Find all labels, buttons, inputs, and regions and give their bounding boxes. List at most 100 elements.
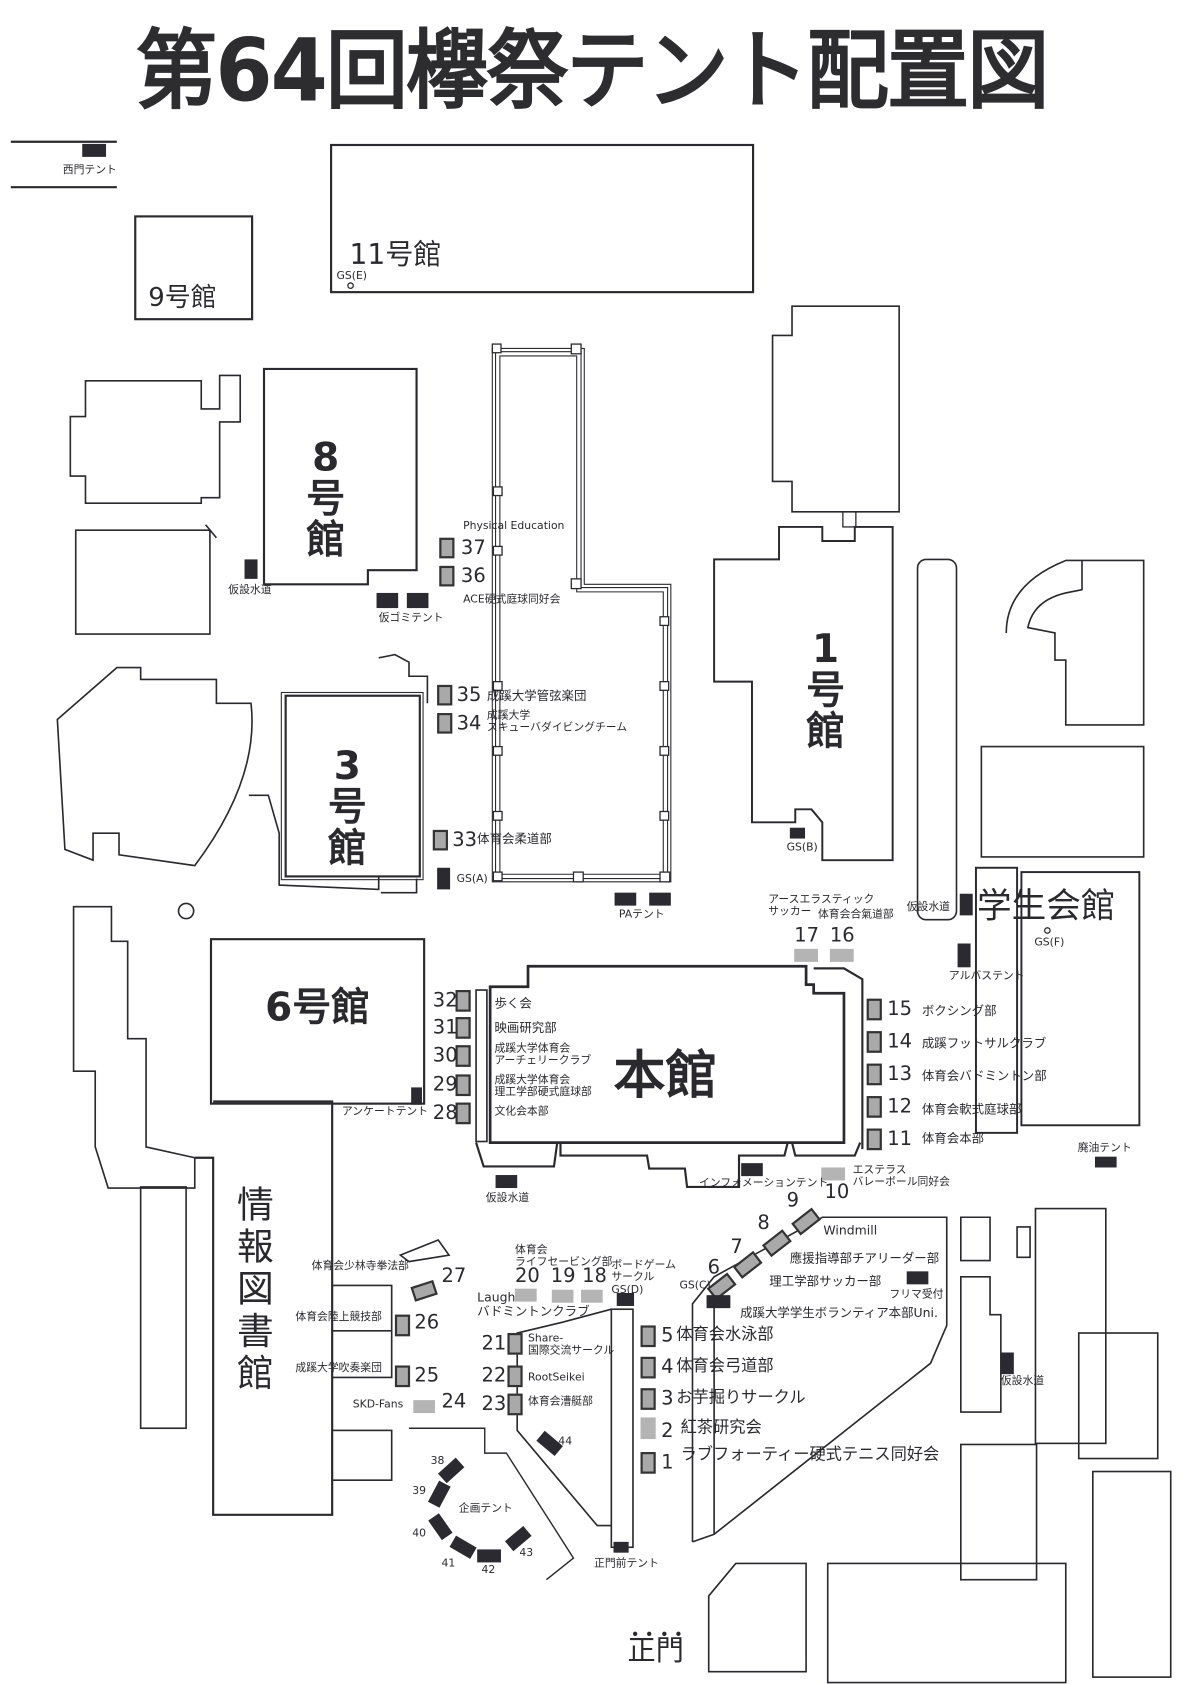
tent-number: 29 [432, 1073, 458, 1097]
tent-label: Physical Education [463, 520, 565, 533]
tent-label: 体育会軟式庭球部 [921, 1101, 1022, 1117]
label-char: 図 [236, 1268, 274, 1312]
student-hall-west [974, 866, 1019, 1134]
arubasu-tent[interactable] [957, 943, 971, 968]
tent-26[interactable] [394, 1314, 411, 1337]
tent-number: 10 [824, 1180, 850, 1204]
tent-label: 体育会漕艇部 [528, 1395, 593, 1408]
tent-number: 25 [414, 1364, 440, 1388]
tent-number: 8 [757, 1211, 770, 1235]
tent-10[interactable] [821, 1167, 846, 1181]
tent-label: 成蹊大学吹奏楽団 [295, 1362, 382, 1375]
gs-a-tent[interactable] [437, 867, 451, 890]
building-3 [284, 694, 421, 878]
tent-36[interactable] [439, 565, 455, 587]
tent-3[interactable] [640, 1388, 656, 1410]
circle-marker [177, 902, 195, 920]
west-gate-tent-tent[interactable] [82, 143, 107, 157]
tent-30[interactable] [455, 1045, 471, 1067]
tent-22[interactable] [507, 1365, 523, 1388]
tent-label: 理工学部サッカー部 [769, 1273, 882, 1289]
label-char: 館 [306, 517, 346, 563]
central-path [516, 1308, 612, 1527]
tent-number: 30 [432, 1044, 458, 1067]
event-area [408, 1427, 575, 1581]
tent-11[interactable] [866, 1128, 882, 1151]
path-segment [248, 794, 380, 891]
water3-tent[interactable] [495, 1175, 518, 1189]
tent-number: 39 [412, 1485, 427, 1498]
tent-18[interactable] [581, 1289, 603, 1303]
tent-number: 5 [661, 1324, 674, 1348]
tent-42[interactable] [477, 1549, 501, 1563]
gs-b-label: GS(B) [786, 841, 818, 854]
label-char: 館 [806, 709, 846, 754]
tent-14[interactable] [866, 1031, 882, 1053]
tent-label: 成蹊大学 スキューバダイビングチーム [486, 709, 628, 734]
info-tent[interactable] [741, 1163, 763, 1177]
tent-number: 18 [582, 1264, 607, 1288]
library-annex [332, 1284, 393, 1379]
seimon-mae-tent[interactable] [613, 1541, 629, 1553]
water1-label: 仮設水道 [228, 584, 272, 597]
tent-label: 歩く会 [494, 995, 532, 1011]
tent-33[interactable] [432, 829, 448, 851]
tent-20[interactable] [515, 1288, 537, 1302]
haiyu-tent[interactable] [1094, 1156, 1117, 1168]
tent-2[interactable] [640, 1417, 656, 1440]
tent-label: RootSeikei [528, 1371, 585, 1384]
water4-tent[interactable] [1000, 1352, 1014, 1375]
library [194, 1100, 334, 1516]
building-3-outer [280, 691, 424, 881]
main-gate-markers [632, 1631, 681, 1636]
tent-25[interactable] [394, 1365, 411, 1388]
tent-16[interactable] [829, 948, 854, 962]
tent-label: 体育会水泳部 [676, 1324, 774, 1344]
tent-28[interactable] [455, 1102, 471, 1125]
enquete-tent[interactable] [411, 1087, 422, 1105]
building-11-label: 11号館 [349, 239, 442, 272]
tent-label: 應援指導部チアリーダー部 [789, 1250, 940, 1266]
gs-c-tent[interactable] [706, 1295, 731, 1309]
tent-number: 38 [430, 1455, 445, 1468]
tent-5[interactable] [640, 1325, 656, 1348]
pa-tent[interactable] [649, 892, 671, 906]
building-east [980, 745, 1145, 858]
east-building [1092, 1470, 1172, 1678]
tent-label: 体育会 ライフセービング部 [515, 1244, 613, 1269]
tent-number: 42 [481, 1564, 496, 1577]
tent-34[interactable] [437, 713, 453, 734]
tent-29[interactable] [455, 1074, 471, 1097]
garbage-tent[interactable] [376, 592, 399, 609]
tent-4[interactable] [640, 1356, 656, 1379]
tent-13[interactable] [866, 1063, 882, 1086]
tent-number: 19 [550, 1264, 576, 1288]
tent-number: 35 [456, 683, 482, 707]
tent-24[interactable] [413, 1400, 435, 1414]
tent-15[interactable] [866, 998, 882, 1021]
tent-number: 36 [460, 564, 486, 588]
tent-19[interactable] [551, 1289, 574, 1303]
east-building [1077, 1332, 1159, 1460]
tent-23[interactable] [507, 1393, 523, 1416]
tent-37[interactable] [439, 537, 455, 559]
tent-35[interactable] [437, 684, 453, 706]
east-buildings [960, 1216, 1031, 1413]
building-6 [209, 938, 426, 1105]
pa-tent[interactable] [614, 892, 637, 906]
water1-tent[interactable] [244, 559, 258, 579]
tent-17[interactable] [794, 948, 818, 962]
tent-label: 成蹊フットサルクラブ [921, 1035, 1047, 1051]
gs-d-tent[interactable] [616, 1292, 635, 1306]
tent-32[interactable] [455, 990, 471, 1012]
main-gate-label: 正門 [627, 1634, 684, 1668]
tent-31[interactable] [455, 1017, 471, 1039]
tent-1[interactable] [640, 1452, 656, 1474]
tent-12[interactable] [866, 1096, 882, 1118]
water2-tent[interactable] [959, 893, 973, 916]
gs-b-tent[interactable] [789, 827, 806, 839]
tent-21[interactable] [507, 1333, 523, 1355]
furima-tent[interactable] [906, 1271, 929, 1285]
garbage-tent[interactable] [406, 592, 429, 609]
